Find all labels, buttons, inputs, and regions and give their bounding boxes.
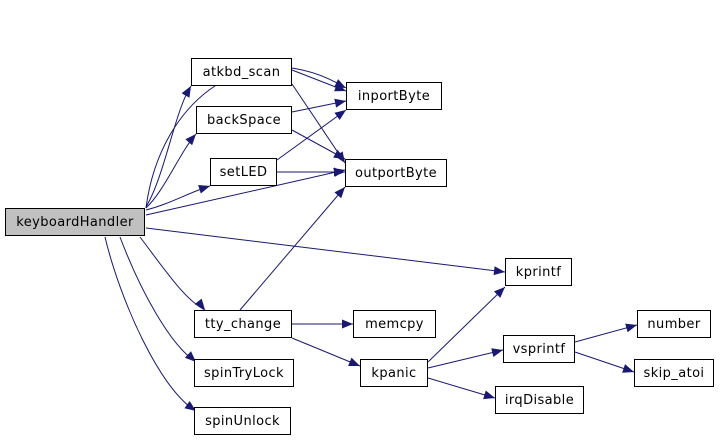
edge-setLED-to-inportByte [276,109,347,161]
edge-tty_change-to-kpanic [291,337,361,367]
graph-node-keyboardHandler[interactable]: keyboardHandler [5,208,145,236]
graph-node-outportByte[interactable]: outportByte [345,159,447,187]
arrowhead-icon [493,266,505,276]
arrowhead-icon [334,187,345,199]
edge-keyboardHandler-to-spinTryLock [119,236,197,363]
graph-node-number[interactable]: number [637,310,711,338]
edge-atkbd_scan-to-outportByte [291,83,346,164]
arrowhead-icon [493,287,505,298]
arrowhead-icon [194,298,205,310]
edge-keyboardHandler-to-backSpace [145,133,197,209]
arrowhead-icon [184,351,196,362]
edge-keyboardHandler-to-spinUnlock [104,236,197,412]
arrowhead-icon [334,82,346,92]
graph-node-inportByte[interactable]: inportByte [346,82,442,110]
edge-kpanic-to-vsprintf [427,349,504,369]
arrowhead-icon [491,348,503,357]
arrowhead-icon [181,86,191,98]
graph-node-kpanic[interactable]: kpanic [360,359,428,387]
graph-node-irqDisable[interactable]: irqDisable [495,386,584,414]
graph-node-skip_atoi[interactable]: skip_atoi [634,359,714,387]
arrowhead-icon [334,167,345,177]
arrowhead-icon [334,110,346,121]
edge-keyboardHandler-to-tty_change [139,236,206,311]
arrowhead-icon [184,400,196,411]
graph-node-kprintf[interactable]: kprintf [505,258,572,286]
arrowhead-icon [334,98,346,108]
arrowhead-icon [185,134,196,146]
edge-keyboardHandler-to-atkbd_scan [145,85,192,208]
arrowhead-icon [622,364,634,373]
edge-keyboardHandler-to-kprintf [145,227,506,273]
arrowhead-icon [342,319,353,329]
edge-kpanic-to-irqDisable [427,377,496,399]
graph-node-memcpy[interactable]: memcpy [353,310,436,338]
arrowhead-icon [333,149,345,159]
graph-node-setLED[interactable]: setLED [210,158,277,186]
arrowhead-icon [198,184,210,194]
edge-keyboardHandler-to-outportByte [145,169,346,216]
arrowhead-icon [625,323,637,333]
edge-kpanic-to-kprintf [427,286,506,363]
arrowhead-icon [348,357,360,366]
graph-node-backSpace[interactable]: backSpace [196,106,292,134]
graph-node-spinTryLock[interactable]: spinTryLock [194,359,294,387]
edge-keyboardHandler-to-inportByte [145,66,347,209]
graph-node-vsprintf[interactable]: vsprintf [503,335,575,363]
graph-node-spinUnlock[interactable]: spinUnlock [194,407,291,435]
edge-tty_change-to-outportByte [239,186,346,311]
graph-node-tty_change[interactable]: tty_change [194,310,292,338]
graph-node-atkbd_scan[interactable]: atkbd_scan [191,58,292,86]
arrowhead-icon [483,390,495,400]
